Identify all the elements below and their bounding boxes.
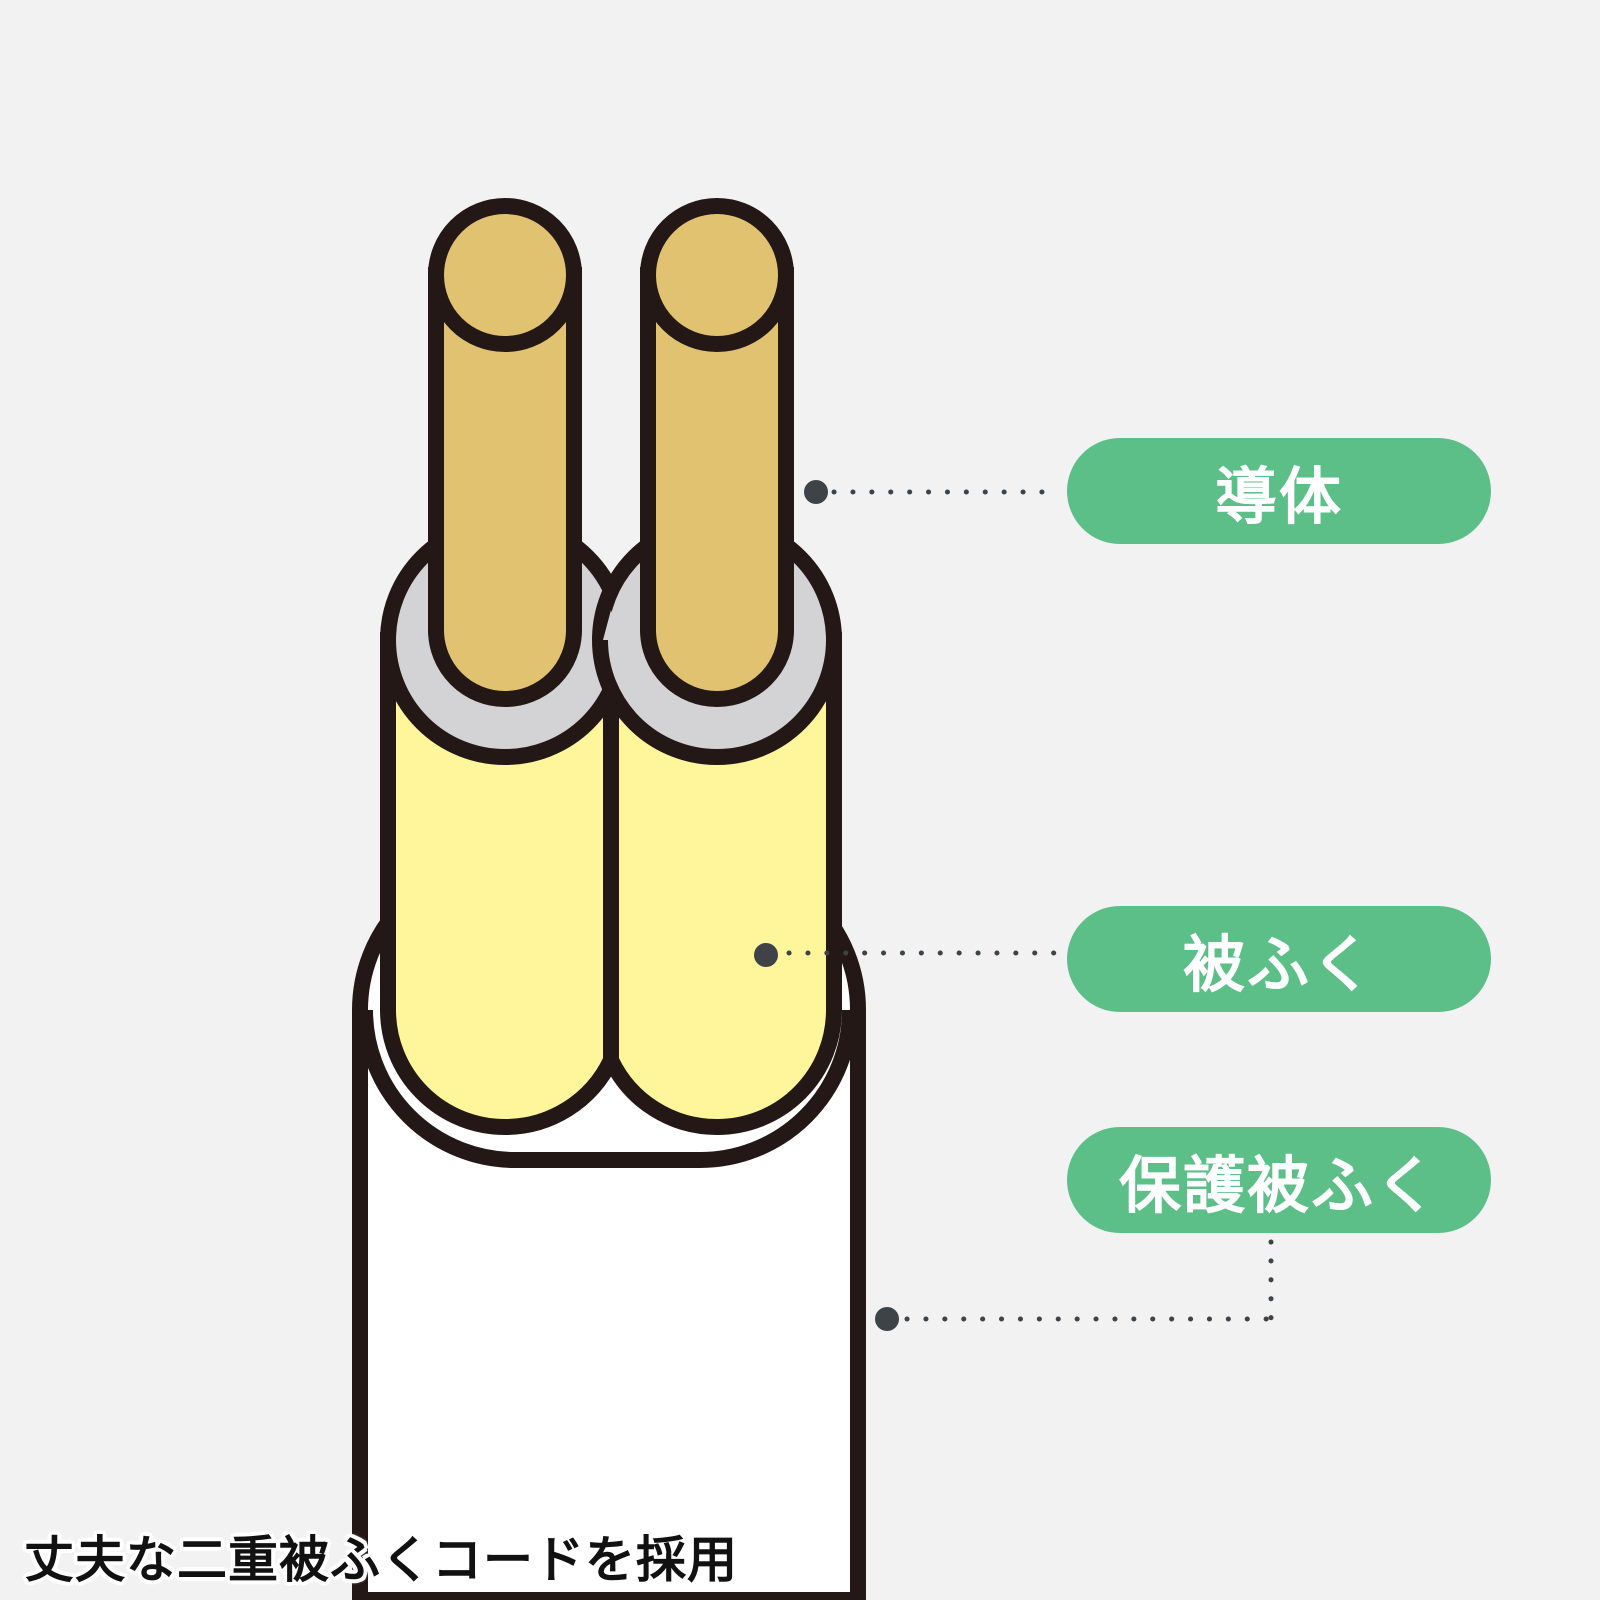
caption: 丈夫な二重被ふくコードを採用 [24, 1531, 738, 1589]
leader-line-sheath [875, 1239, 1274, 1331]
conductor-left [428, 198, 582, 707]
leader-line-insulation [754, 943, 1063, 967]
label-conductor: 導体 [1067, 438, 1491, 544]
label-insulation: 被ふく [1067, 906, 1491, 1012]
label-conductor-text: 導体 [1214, 460, 1343, 533]
label-protective-sheath: 保護被ふく [1067, 1127, 1491, 1233]
label-insulation-text: 被ふく [1182, 928, 1375, 1001]
label-sheath-text: 保護被ふく [1118, 1149, 1439, 1222]
conductor-right [640, 198, 794, 707]
leader-line-conductor [804, 480, 1063, 504]
